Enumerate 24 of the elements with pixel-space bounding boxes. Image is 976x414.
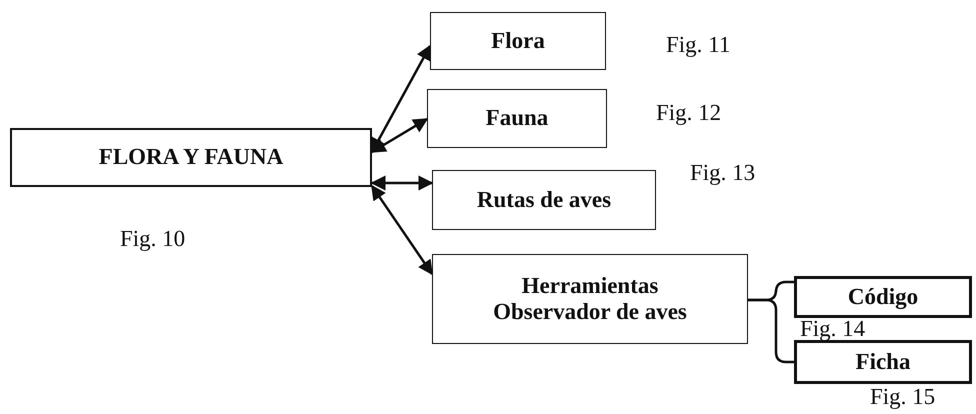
figure-caption: Fig. 15 xyxy=(870,384,936,410)
arrow xyxy=(370,184,434,276)
process-box xyxy=(10,128,372,187)
arrow xyxy=(370,44,432,154)
arrow xyxy=(370,118,428,154)
process-box xyxy=(427,89,607,148)
figure-caption: Fig. 11 xyxy=(666,32,730,58)
node-label: FLORA Y FAUNA xyxy=(98,144,284,171)
process-box xyxy=(432,254,748,344)
process-box xyxy=(430,12,606,70)
figure-caption: Fig. 10 xyxy=(120,226,186,252)
node-label: Fauna xyxy=(486,105,548,132)
node-label: Herramientas Observador de aves xyxy=(492,272,688,326)
node-label: Código xyxy=(848,284,918,310)
arrow xyxy=(370,176,434,190)
figure-caption: Fig. 13 xyxy=(690,160,756,186)
node-label: Ficha xyxy=(856,348,910,376)
node-label: Rutas de aves xyxy=(476,186,612,214)
node-label: Flora xyxy=(491,28,545,54)
figure-caption: Fig. 14 xyxy=(800,316,866,342)
process-box xyxy=(432,170,656,230)
process-box xyxy=(794,340,972,384)
figure-caption: Fig. 12 xyxy=(656,100,722,126)
process-box xyxy=(794,276,972,318)
